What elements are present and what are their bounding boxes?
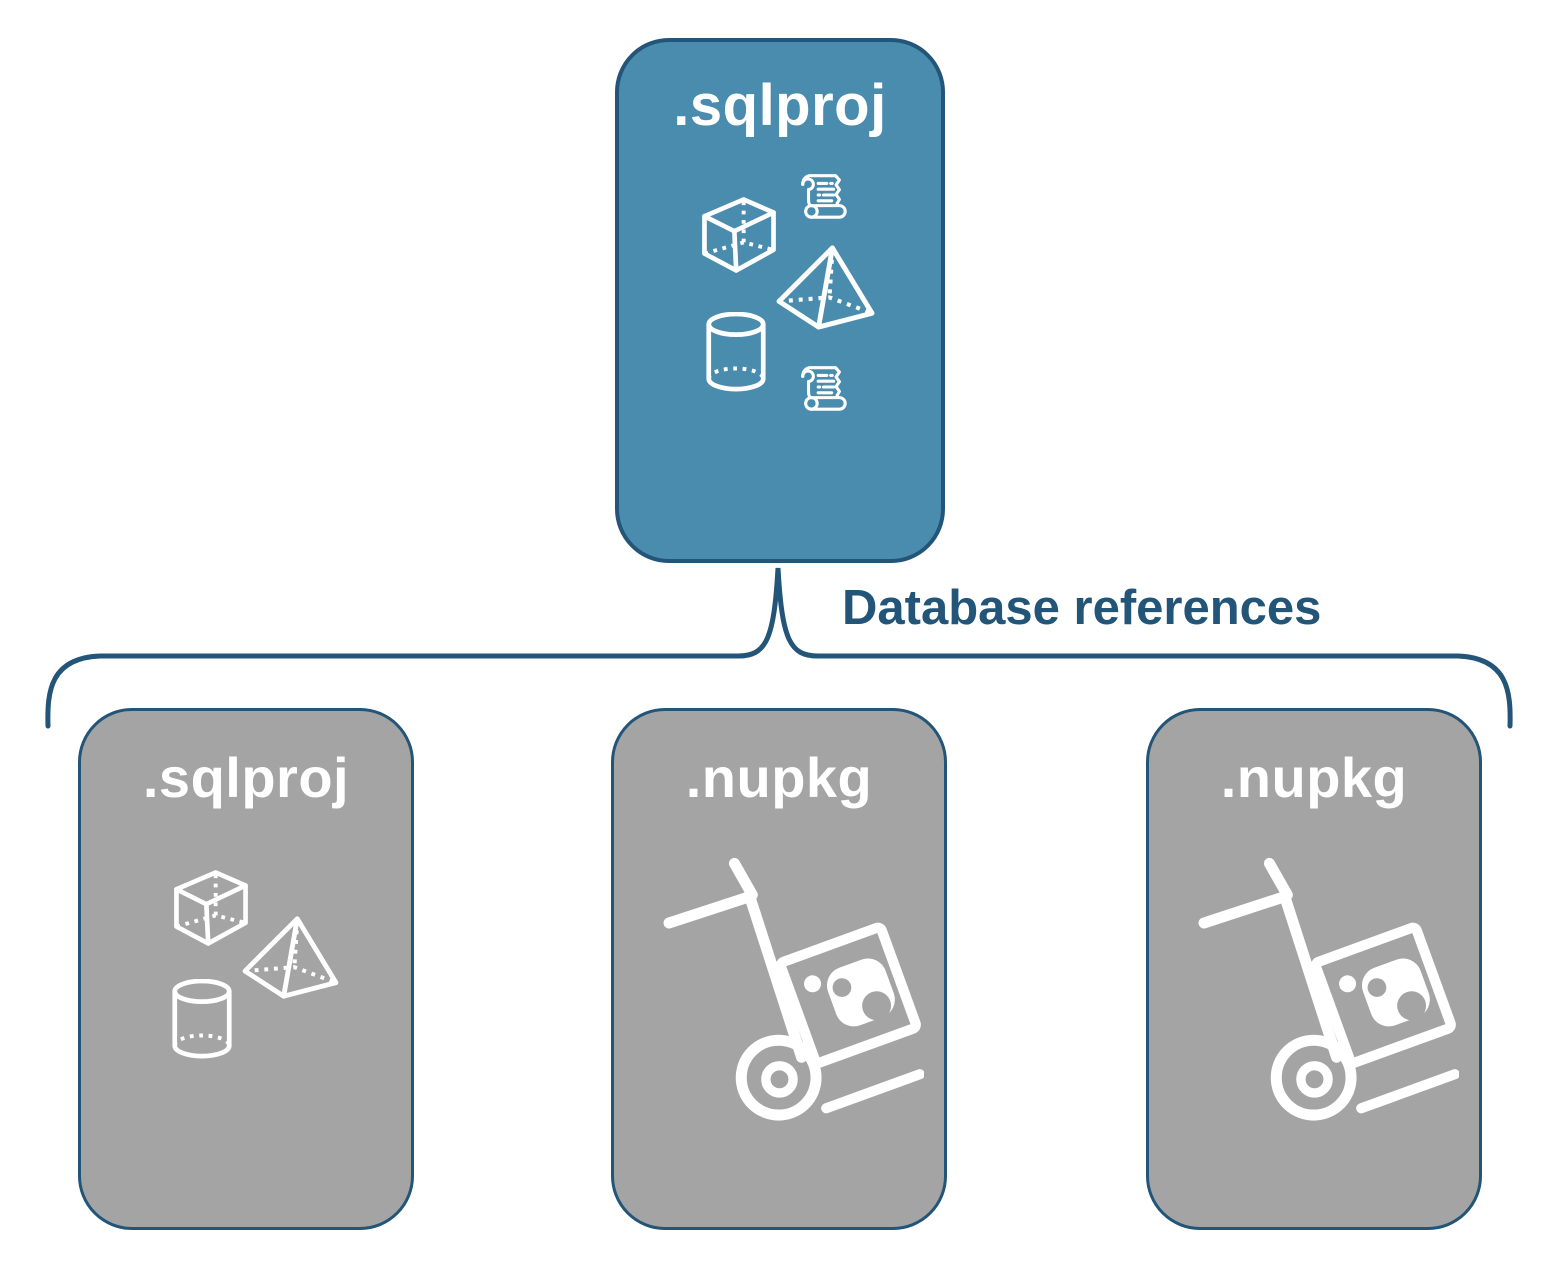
node-title: .sqlproj xyxy=(673,73,887,138)
node-nupkg-2: .nupkg xyxy=(1146,708,1482,1230)
node-title: .nupkg xyxy=(1220,746,1408,809)
cube-icon xyxy=(174,870,248,946)
cylinder-icon xyxy=(172,979,232,1059)
node-sqlproj-root: .sqlproj xyxy=(615,38,945,563)
node-nupkg-1: .nupkg xyxy=(611,708,947,1230)
script-icon xyxy=(801,174,847,219)
node-title: .sqlproj xyxy=(142,746,350,809)
script-icon xyxy=(801,366,847,411)
cylinder-icon xyxy=(706,312,766,392)
pyramid-icon xyxy=(776,245,875,330)
package-dolly-icon xyxy=(1198,857,1459,1121)
pyramid-icon xyxy=(242,916,339,999)
node-title: .nupkg xyxy=(685,746,873,809)
node-sqlproj-child: .sqlproj xyxy=(78,708,414,1230)
cube-icon xyxy=(702,197,776,273)
connector-label: Database references xyxy=(842,581,1322,635)
package-dolly-icon xyxy=(663,857,924,1121)
